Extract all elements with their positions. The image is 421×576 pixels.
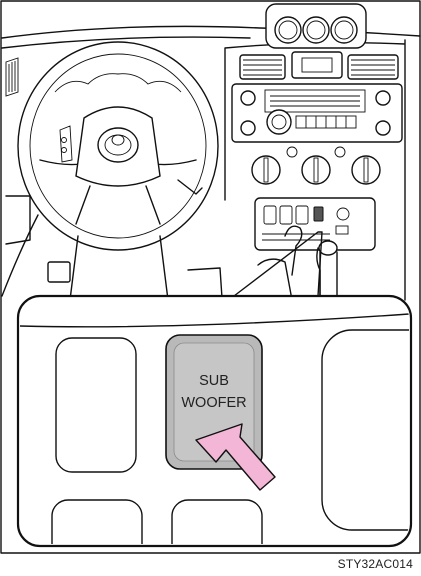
button-label-line2: WOOFER — [181, 395, 246, 411]
left-vent-icon — [6, 58, 18, 96]
right-panel-recess — [322, 330, 421, 530]
climate-controls — [252, 147, 380, 184]
button-label-line1: SUB — [199, 373, 229, 389]
audio-unit — [232, 84, 402, 142]
center-vents — [240, 52, 398, 79]
zoom-inset: SUB WOOFER — [18, 296, 421, 570]
top-gauges — [266, 4, 366, 48]
figure-code: STY32AC014 — [338, 557, 413, 571]
steering-wheel-icon — [18, 42, 218, 300]
lower-switch-panel — [255, 198, 375, 250]
blank-switch-slot — [56, 338, 136, 472]
